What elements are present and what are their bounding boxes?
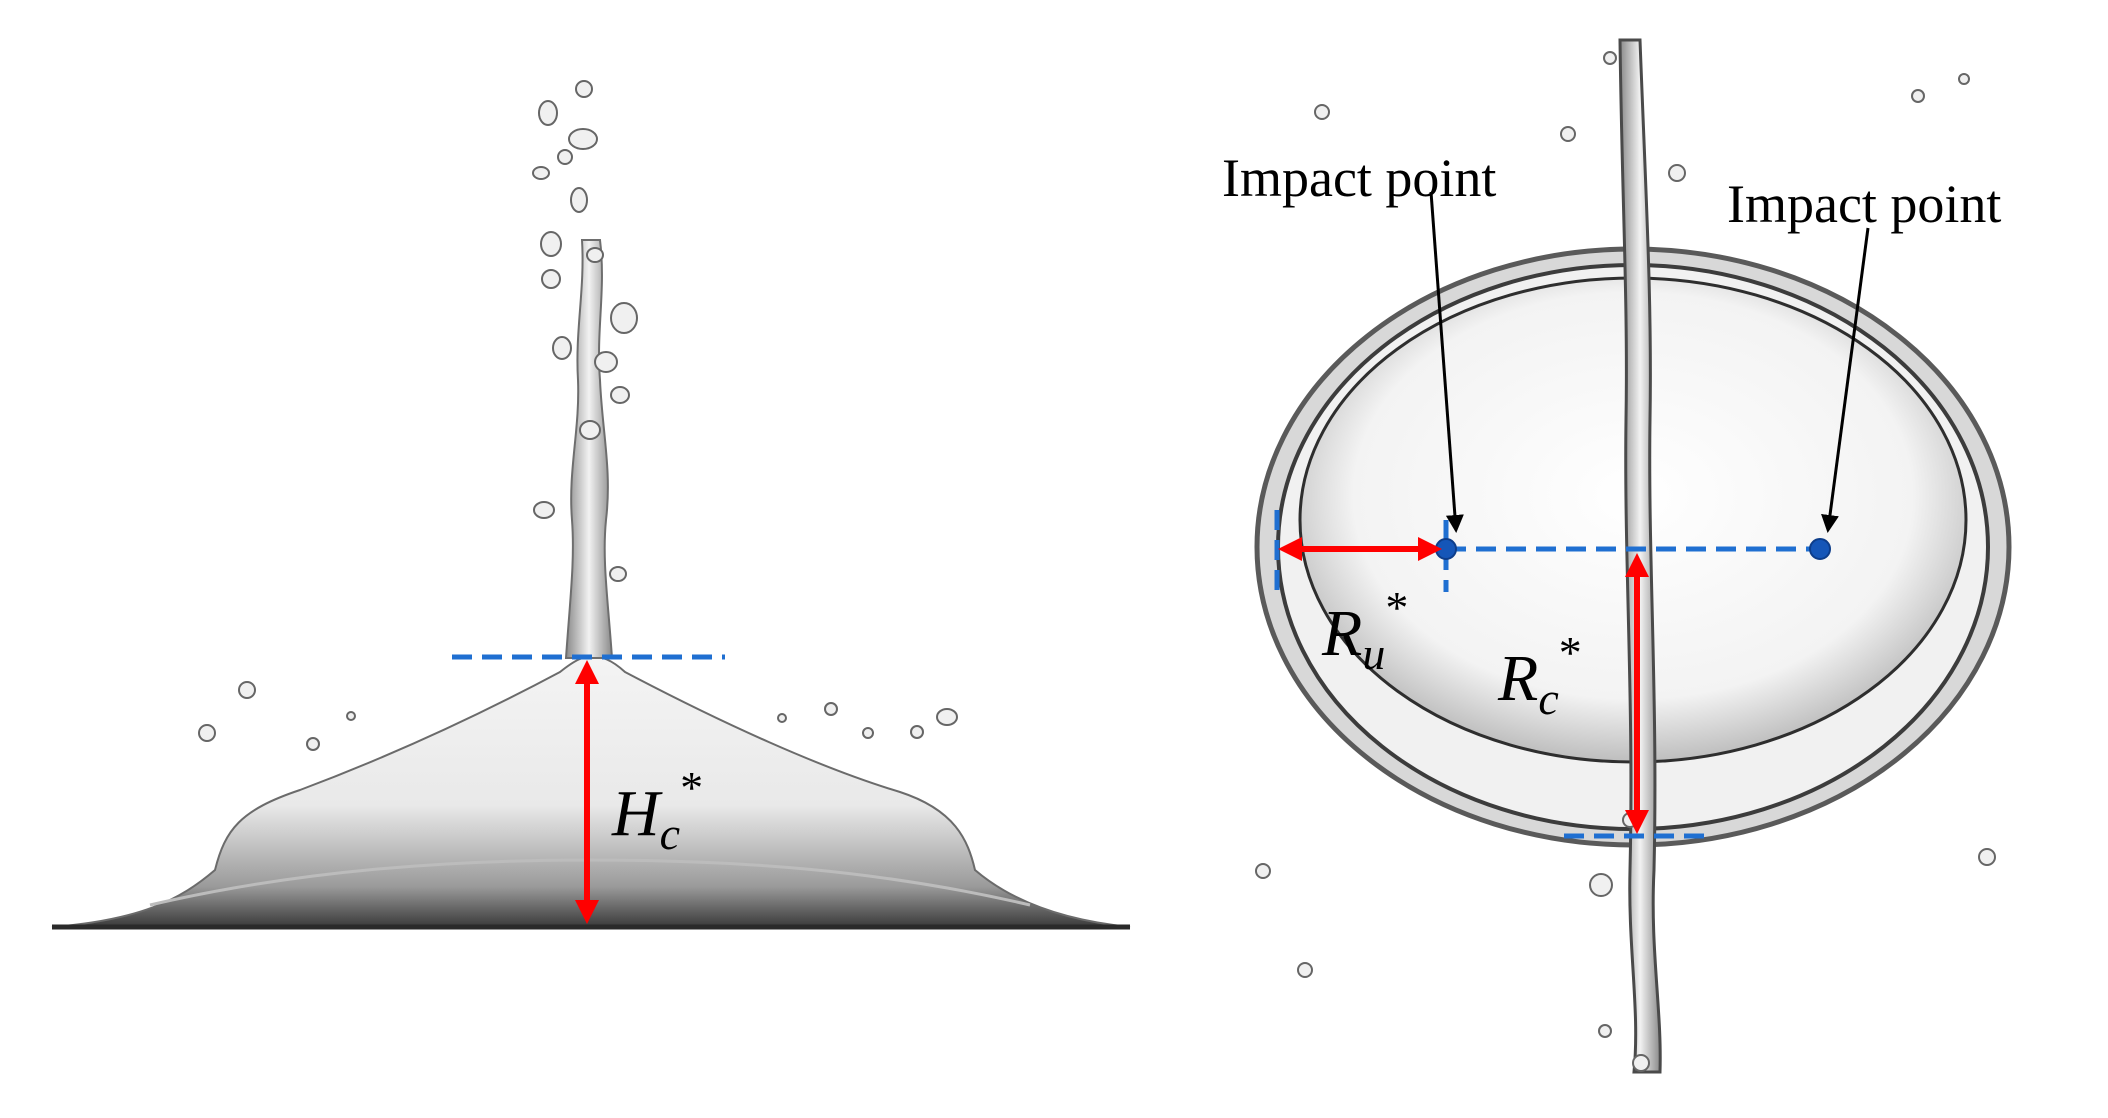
impact-pointer-right xyxy=(1821,227,1870,533)
height-label: Hc* xyxy=(611,762,703,859)
radius-c-label: Rc* xyxy=(1497,627,1582,724)
radius-u-label: Ru* xyxy=(1321,582,1408,679)
liquid-jet xyxy=(564,239,614,659)
impact-point-right-dot xyxy=(1809,538,1831,560)
impact-label-left: Impact point xyxy=(1222,148,1496,208)
impact-pointer-left xyxy=(1429,191,1464,533)
spray-droplets-jet xyxy=(532,80,638,582)
top-view-panel: Impact point Impact point Ru* Rc* xyxy=(1222,38,2012,1074)
side-view-panel: Hc* xyxy=(51,80,1131,930)
impact-point-left-dot xyxy=(1435,538,1457,560)
liquid-mound xyxy=(51,656,1131,928)
spray-droplets-side xyxy=(198,681,958,751)
impact-label-right: Impact point xyxy=(1727,174,2001,234)
